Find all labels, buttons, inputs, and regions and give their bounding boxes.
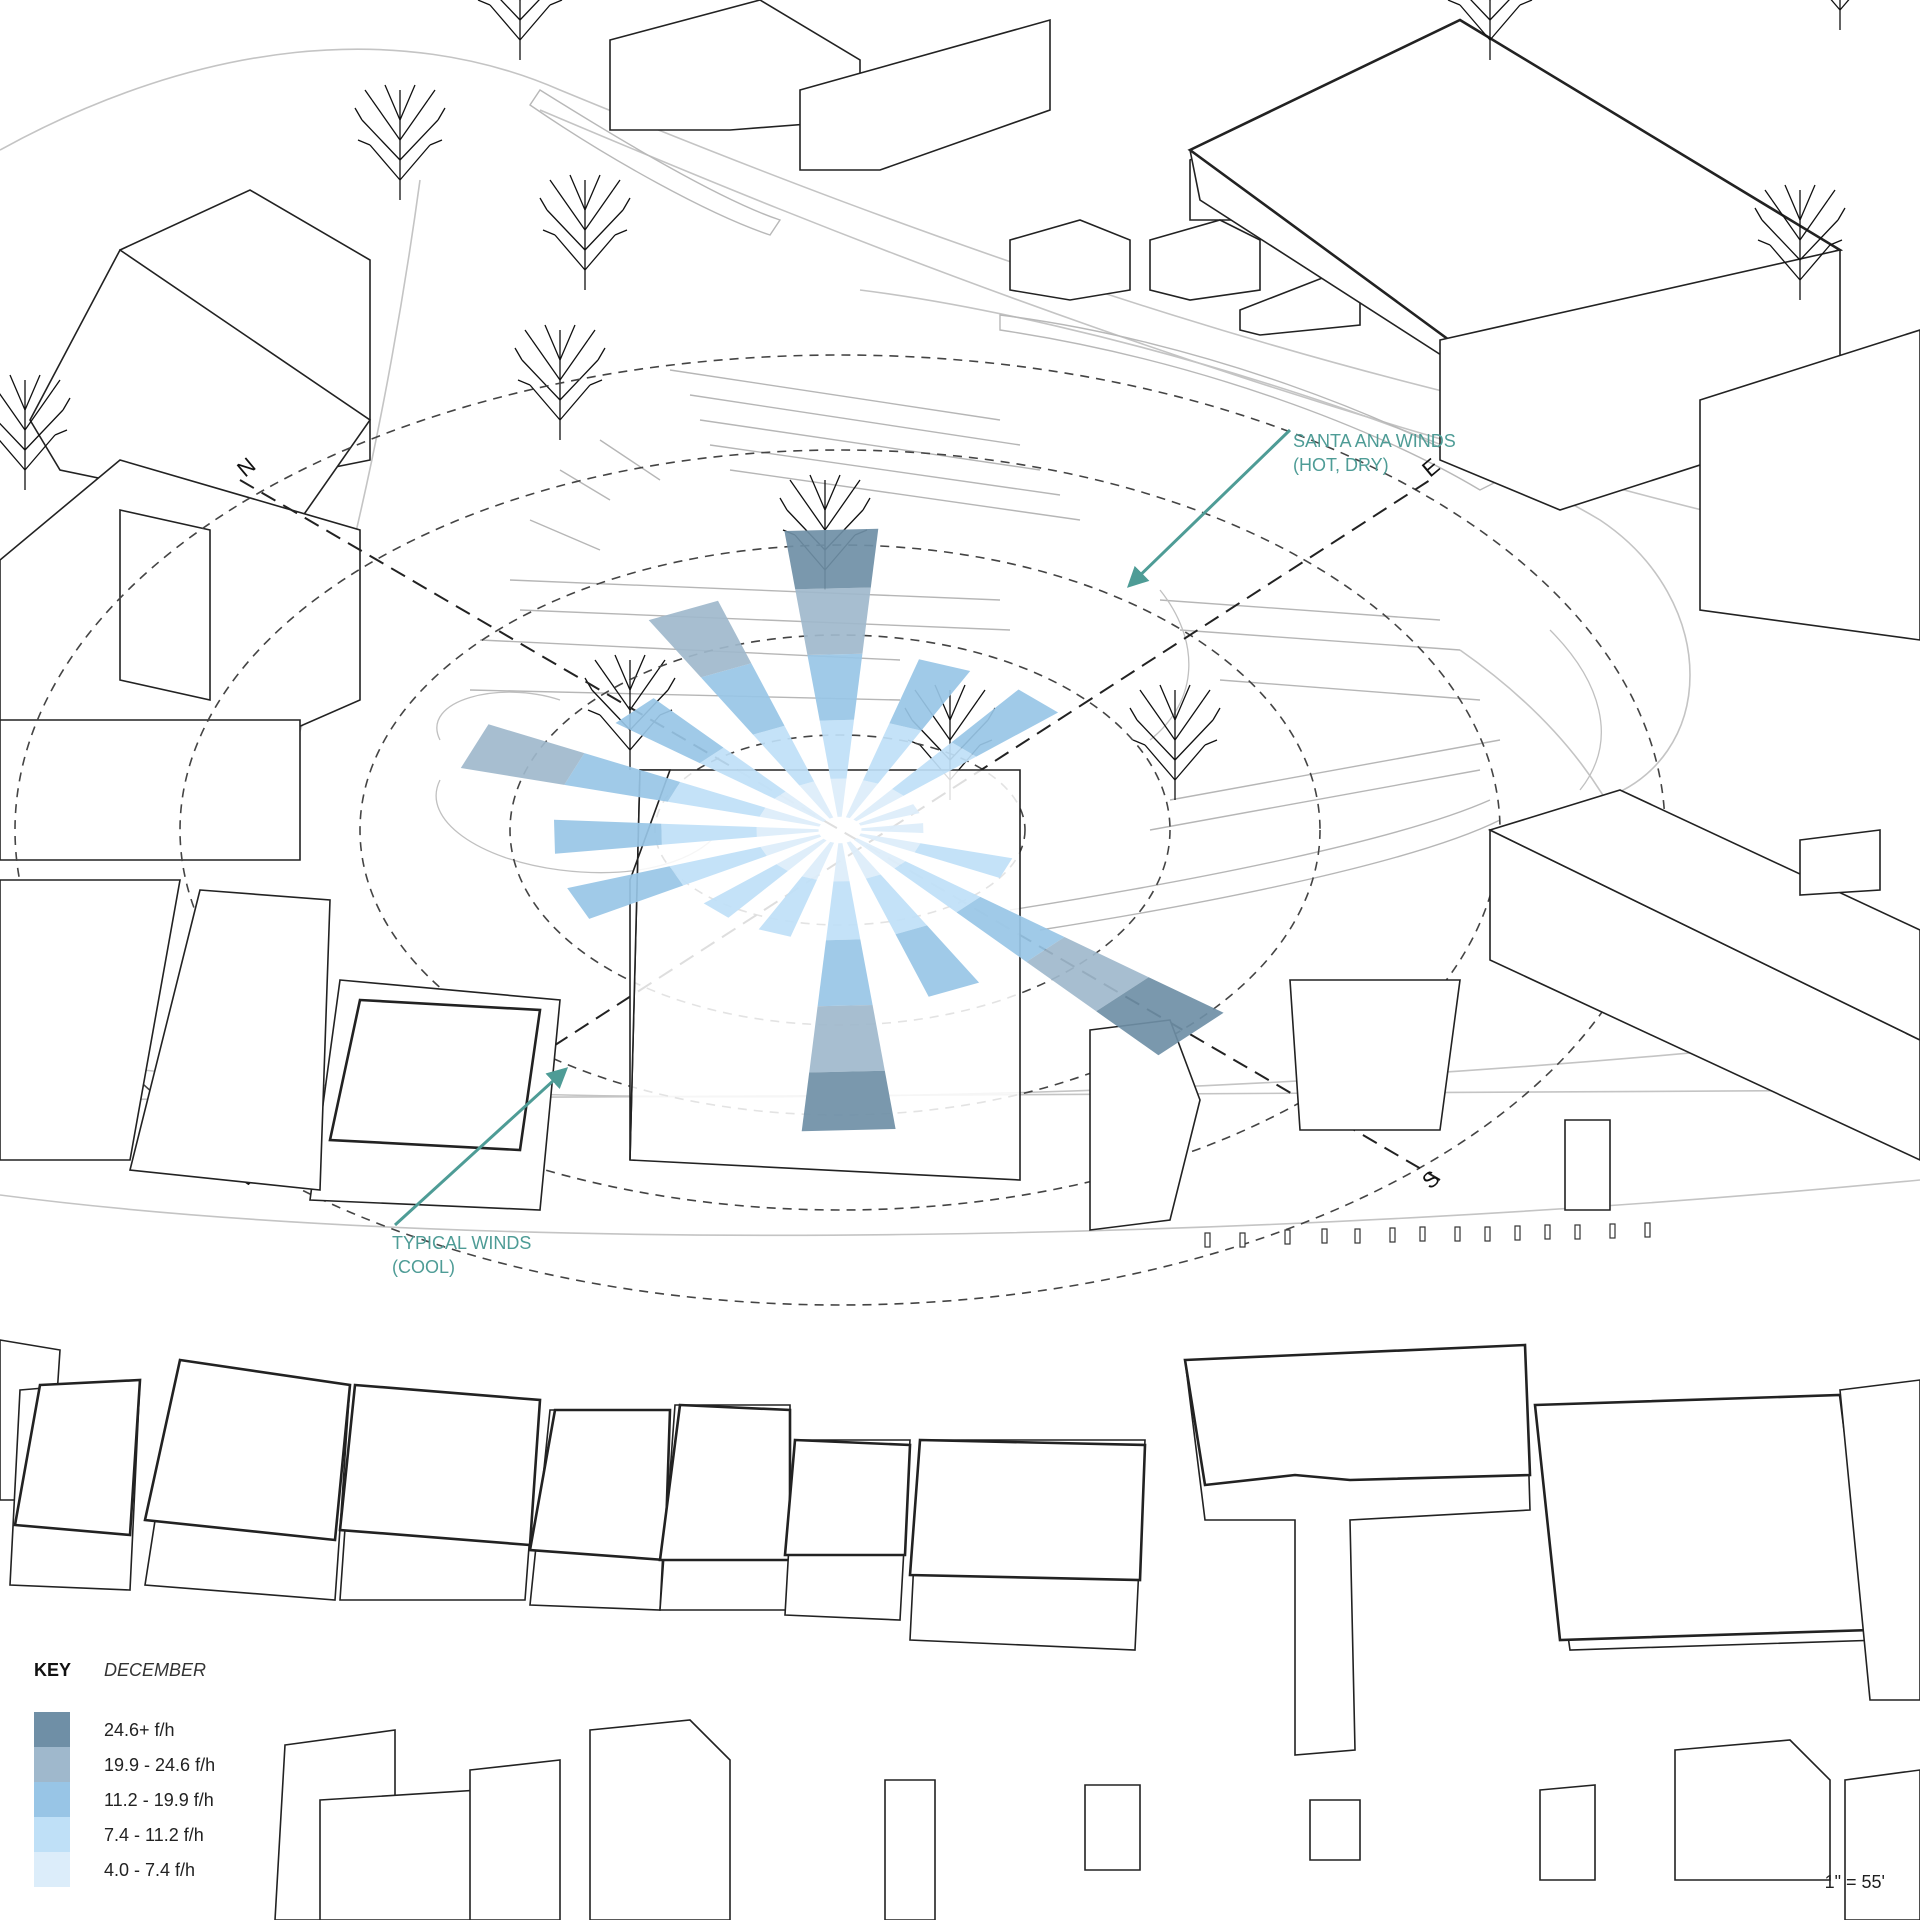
wind-rose-petal-segment <box>615 698 724 764</box>
wind-rose-petal-segment <box>830 778 847 817</box>
wind-rose-petal-segment <box>858 804 920 826</box>
wind-rose-petal-segment <box>774 791 826 822</box>
wind-rose-petal-segment <box>1026 937 1149 1012</box>
wind-rose-petal-segment <box>853 789 904 822</box>
santa-ana-label-line2: (HOT, DRY) <box>1293 455 1389 475</box>
wind-annotations: SANTA ANA WINDS (HOT, DRY) TYPICAL WINDS… <box>392 428 1456 1277</box>
wind-rose-petal-segment <box>661 823 757 845</box>
key-subtitle: DECEMBER <box>104 1660 206 1680</box>
wind-rose <box>460 528 1224 1132</box>
typical-winds-arrow <box>393 1067 569 1227</box>
key-swatch <box>34 1782 70 1817</box>
key-title: KEY <box>34 1660 71 1680</box>
buildings-south <box>0 1339 1920 1756</box>
wind-rose-petal-segment <box>914 843 1013 878</box>
wind-rose-petal-segment <box>700 663 785 735</box>
wind-rose-petal-segment <box>758 876 817 937</box>
key-swatch <box>34 1712 70 1747</box>
wind-speed-key: KEY DECEMBER 24.6+ f/h 19.9 - 24.6 f/h 11.… <box>34 1660 215 1887</box>
typical-winds-label-line1: TYPICAL WINDS <box>392 1233 531 1253</box>
buildings-north <box>0 0 1920 861</box>
wind-rose-petal-segment <box>795 587 871 655</box>
wind-rose-petal-segment <box>753 725 815 786</box>
wind-rose-petal-segment <box>833 843 850 882</box>
wind-rose-petal-segment <box>863 723 922 784</box>
wind-rose-petal-segment <box>895 925 980 997</box>
wind-rose-petal-segment <box>951 689 1059 757</box>
wind-rose-petal-segment <box>802 841 835 880</box>
wind-rose-petal-segment <box>667 782 766 817</box>
key-label: 11.2 - 19.9 f/h <box>104 1790 214 1810</box>
wind-rose-petal-segment <box>776 838 827 871</box>
wind-rose-petal-segment <box>669 846 767 886</box>
key-label: 4.0 - 7.4 f/h <box>104 1860 195 1880</box>
wind-rose-petal-segment <box>956 896 1065 962</box>
wind-rose-petal-segment <box>817 939 873 1007</box>
scale-label: 1" = 55' <box>1825 1872 1885 1892</box>
wind-rose-petal-segment <box>892 742 977 796</box>
wind-rose-petal-segment <box>809 1005 885 1073</box>
wind-rose-petal-segment <box>854 838 906 869</box>
wind-rose-petal-segment <box>760 834 822 856</box>
wind-rose-petal-segment <box>865 874 927 935</box>
wind-rose-petal-segment <box>807 653 863 721</box>
wind-rose-petal-segment <box>845 780 878 819</box>
wind-rose-petal-segment <box>759 807 821 827</box>
wind-rose-petal-segment <box>699 747 786 799</box>
wind-rose-petal-segment <box>648 600 752 678</box>
key-swatch <box>34 1817 70 1852</box>
wind-rose-petal-segment <box>799 781 834 819</box>
wind-rose-petal-segment <box>826 881 861 941</box>
wind-rose-petal-segment <box>703 864 788 918</box>
wind-rose-petal-segment <box>861 823 924 833</box>
buildings-far-south <box>274 1719 1920 1920</box>
key-label: 24.6+ f/h <box>104 1720 175 1740</box>
wind-rose-petal-segment <box>460 724 585 785</box>
wind-rose-petal-segment <box>859 833 921 853</box>
wind-rose-petal-segment <box>889 659 971 731</box>
compass-south-label: S <box>1417 1165 1444 1194</box>
key-swatch <box>34 1852 70 1887</box>
wind-rose-petal-segment <box>819 719 854 779</box>
bollards <box>1204 1222 1651 1248</box>
santa-ana-label-line1: SANTA ANA WINDS <box>1293 431 1456 451</box>
wind-rose-petal-segment <box>567 866 684 919</box>
wind-rose-petal-segment <box>756 827 819 837</box>
typical-winds-label-line2: (COOL) <box>392 1257 455 1277</box>
wind-rose-petal-segment <box>554 819 662 854</box>
wind-rose-petal-segment <box>784 528 879 590</box>
wind-rose-petal-segment <box>1096 977 1224 1056</box>
wind-rose-petal-segment <box>894 861 981 913</box>
key-label: 19.9 - 24.6 f/h <box>104 1755 215 1775</box>
parking-stalls <box>469 369 1501 931</box>
wind-rose-petal-segment <box>846 841 881 879</box>
key-label: 7.4 - 11.2 f/h <box>104 1825 204 1845</box>
wind-rose-petal-segment <box>564 753 681 802</box>
key-swatch <box>34 1747 70 1782</box>
wind-rose-petal-segment <box>801 1070 896 1132</box>
santa-ana-arrow <box>1126 428 1292 588</box>
